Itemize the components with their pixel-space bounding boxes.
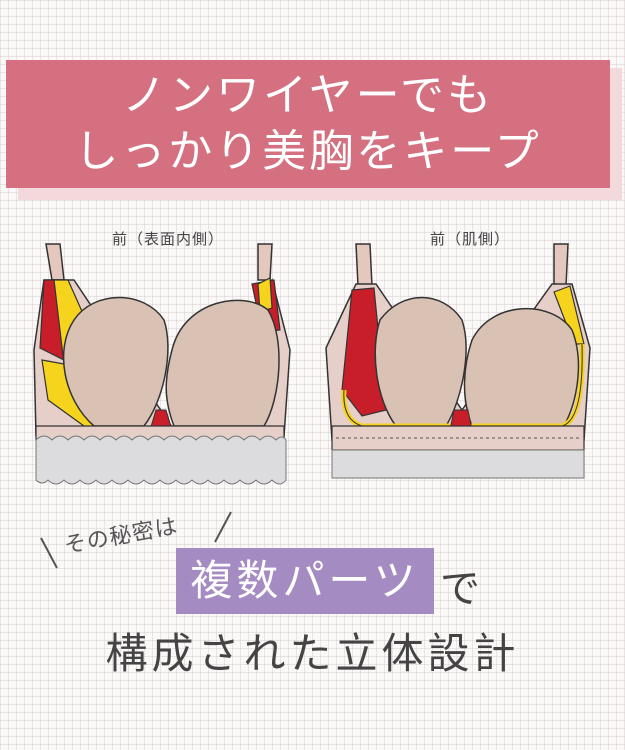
title-banner: ノンワイヤーでも しっかり美胸をキープ: [6, 60, 610, 188]
inner-label: 前（肌側）: [430, 230, 511, 248]
slash-left: [40, 537, 58, 569]
highlight-text: 複数パーツ: [176, 548, 434, 614]
front-label: 前（表面内側）: [112, 230, 225, 248]
bra-front-illustration: [33, 243, 291, 485]
bra-inner-illustration: [325, 243, 591, 479]
highlight-suffix: で: [440, 566, 480, 612]
title-line-1: ノンワイヤーでも: [121, 70, 495, 121]
slash-right: [214, 511, 232, 543]
secret-text: その秘密は: [62, 514, 180, 559]
subtitle-line: 構成された立体設計: [105, 629, 520, 678]
title-line-2: しっかり美胸をキープ: [74, 126, 542, 177]
